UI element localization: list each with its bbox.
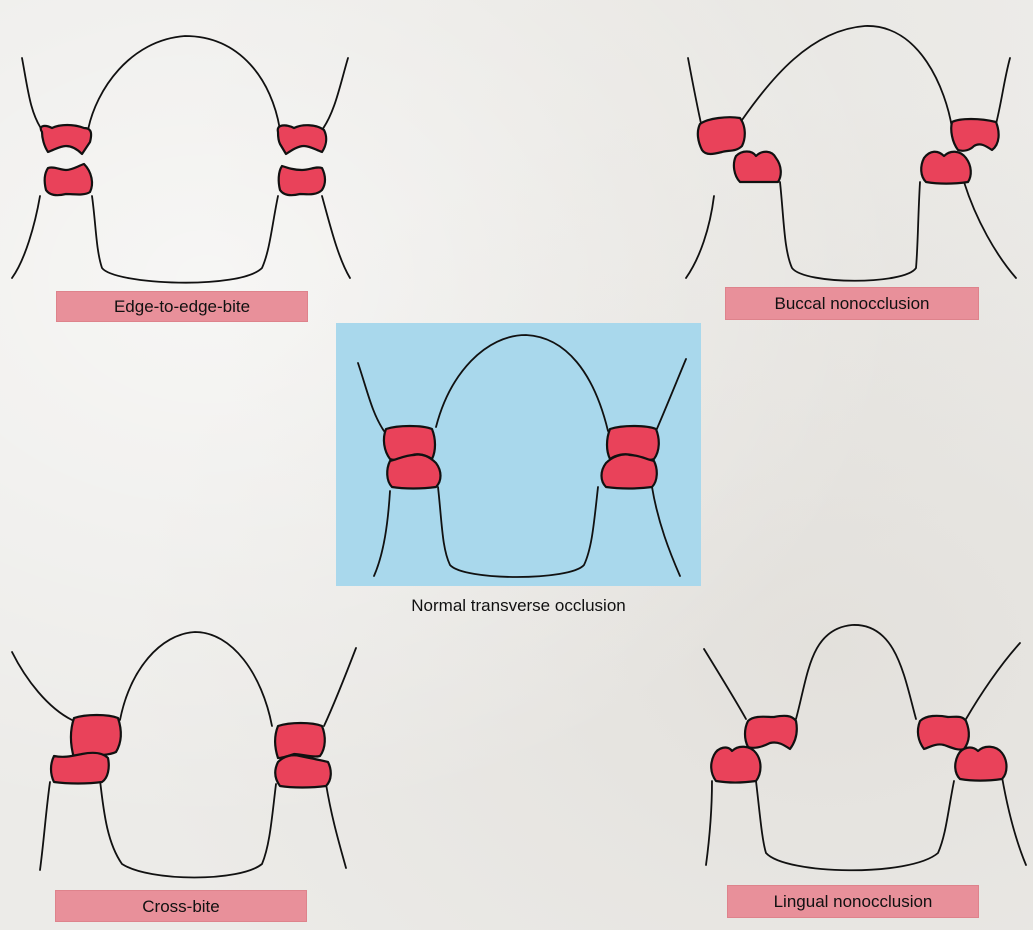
edge-to-edge-diagram [0,0,360,330]
lower-left-tooth [51,753,109,784]
lower-right-tooth [921,152,971,184]
panel-edge-to-edge-bite: Edge-to-edge-bite [0,0,360,330]
panel-cross-bite: Cross-bite [0,620,360,930]
buccal-nonocclusion-diagram [680,0,1033,330]
lower-arch-outline [686,182,1016,281]
cross-bite-diagram [0,620,360,920]
lower-right-tooth [955,747,1006,781]
label-edge-to-edge-bite: Edge-to-edge-bite [56,291,308,322]
upper-right-tooth [951,119,998,151]
lower-left-tooth [45,164,92,195]
panel-normal-transverse-occlusion: Normal transverse occlusion [336,323,701,623]
upper-left-tooth [41,125,91,154]
label-buccal-nonocclusion: Buccal nonocclusion [725,287,979,320]
lower-arch-outline [374,487,680,577]
lower-left-tooth [734,152,781,183]
panel-buccal-nonocclusion: Buccal nonocclusion [680,0,1033,330]
upper-left-tooth [745,716,797,749]
upper-arch-outline [22,36,348,130]
upper-left-tooth [698,117,745,154]
lower-right-tooth [279,166,325,195]
upper-arch-outline [704,625,1020,719]
lower-right-tooth [275,755,331,787]
lower-arch-outline [12,196,350,283]
panel-lingual-nonocclusion: Lingual nonocclusion [690,615,1033,930]
label-lingual-nonocclusion: Lingual nonocclusion [727,885,979,918]
label-normal-transverse-occlusion: Normal transverse occlusion [336,593,701,617]
lower-left-tooth [387,454,440,488]
upper-arch-outline [688,26,1010,128]
label-cross-bite: Cross-bite [55,890,307,922]
upper-arch-outline [12,632,356,726]
normal-occlusion-diagram [336,323,701,586]
upper-arch-outline [358,335,686,431]
upper-right-tooth [918,716,969,750]
lower-left-tooth [711,747,760,783]
upper-right-tooth [278,125,326,154]
lower-arch-outline [706,777,1026,870]
upper-right-tooth [275,723,325,758]
lingual-nonocclusion-diagram [690,615,1033,915]
lower-right-tooth [602,454,657,488]
lower-arch-outline [40,780,346,878]
